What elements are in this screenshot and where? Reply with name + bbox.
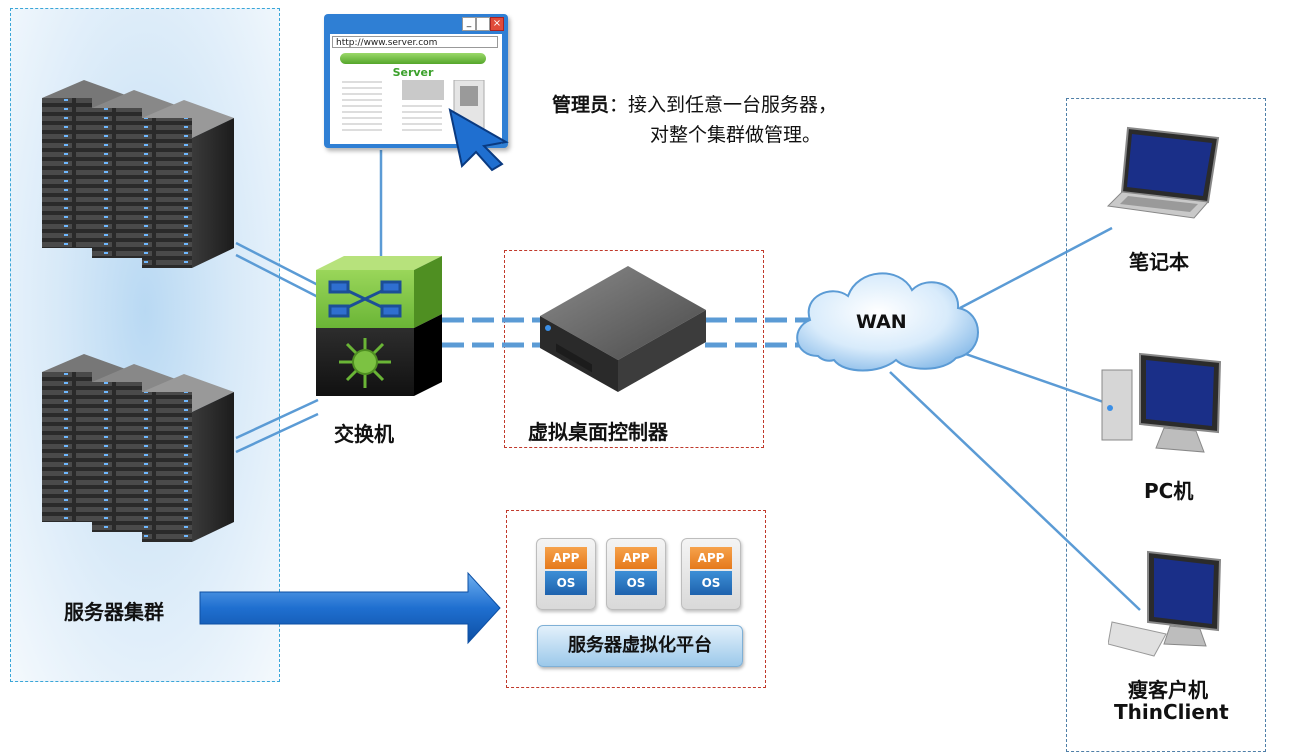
pc-icon xyxy=(1101,352,1222,453)
server-bottom-link-a xyxy=(235,398,319,440)
server-rack-group-top xyxy=(42,80,234,268)
virtualization-region xyxy=(506,510,766,688)
maximize-icon xyxy=(476,17,490,31)
virtualization-platform-label: 服务器虚拟化平台 xyxy=(537,625,743,667)
admin-description: 管理员：接入到任意一台服务器， 对整个集群做管理。 xyxy=(552,90,837,150)
admin-line1-text: ：接入到任意一台服务器， xyxy=(609,94,838,116)
controller-server-icon xyxy=(540,266,706,392)
server-banner: Server xyxy=(392,66,434,79)
admin-line-2: 对整个集群做管理。 xyxy=(650,124,822,146)
close-icon: × xyxy=(490,17,504,31)
app-layer: APP xyxy=(615,547,657,569)
cursor-arrow-icon xyxy=(448,108,509,172)
client-region xyxy=(1066,98,1266,752)
os-layer: OS xyxy=(545,571,587,595)
server-bottom-link-b xyxy=(235,412,319,454)
laptop-icon xyxy=(1106,126,1220,219)
minimize-icon: _ xyxy=(462,17,476,31)
admin-line-1: 管理员：接入到任意一台服务器， xyxy=(552,90,837,120)
banner-bar xyxy=(340,53,486,64)
address-bar: http://www.server.com xyxy=(332,36,498,48)
wan-laptop-link xyxy=(959,226,1113,310)
vm-tile-1: APP OS xyxy=(536,538,596,610)
app-layer: APP xyxy=(690,547,732,569)
os-layer: OS xyxy=(615,571,657,595)
cluster-to-platform-arrow xyxy=(199,571,501,645)
switch-icon xyxy=(316,256,442,396)
controller-label: 虚拟桌面控制器 xyxy=(528,420,668,444)
window-controls: _ × xyxy=(462,17,504,31)
pc-label: PC机 xyxy=(1144,479,1194,503)
server-top-link-b xyxy=(235,253,319,299)
controller-region xyxy=(504,250,764,448)
laptop-label: 笔记本 xyxy=(1129,250,1189,274)
vm-tile-2: APP OS xyxy=(606,538,666,610)
thin-client-label-en: ThinClient xyxy=(1114,700,1229,724)
switch-label: 交换机 xyxy=(334,422,394,446)
admin-browser-window: _ × http://www.server.com Server xyxy=(324,14,510,172)
admin-title: 管理员 xyxy=(552,94,610,116)
thin-client-icon xyxy=(1108,550,1222,657)
os-layer: OS xyxy=(690,571,732,595)
server-rack-group-bottom xyxy=(42,354,234,542)
wan-thinclient-link xyxy=(889,371,1141,611)
cluster-label: 服务器集群 xyxy=(64,600,164,624)
page-content-placeholder xyxy=(342,80,485,131)
app-layer: APP xyxy=(545,547,587,569)
thin-client-label-cn: 瘦客户机 xyxy=(1128,678,1208,702)
wan-cloud-icon xyxy=(796,272,979,372)
wan-pc-link xyxy=(959,350,1113,407)
wan-label: WAN xyxy=(856,311,907,333)
server-top-link-a xyxy=(235,241,319,287)
vm-tile-3: APP OS xyxy=(681,538,741,610)
